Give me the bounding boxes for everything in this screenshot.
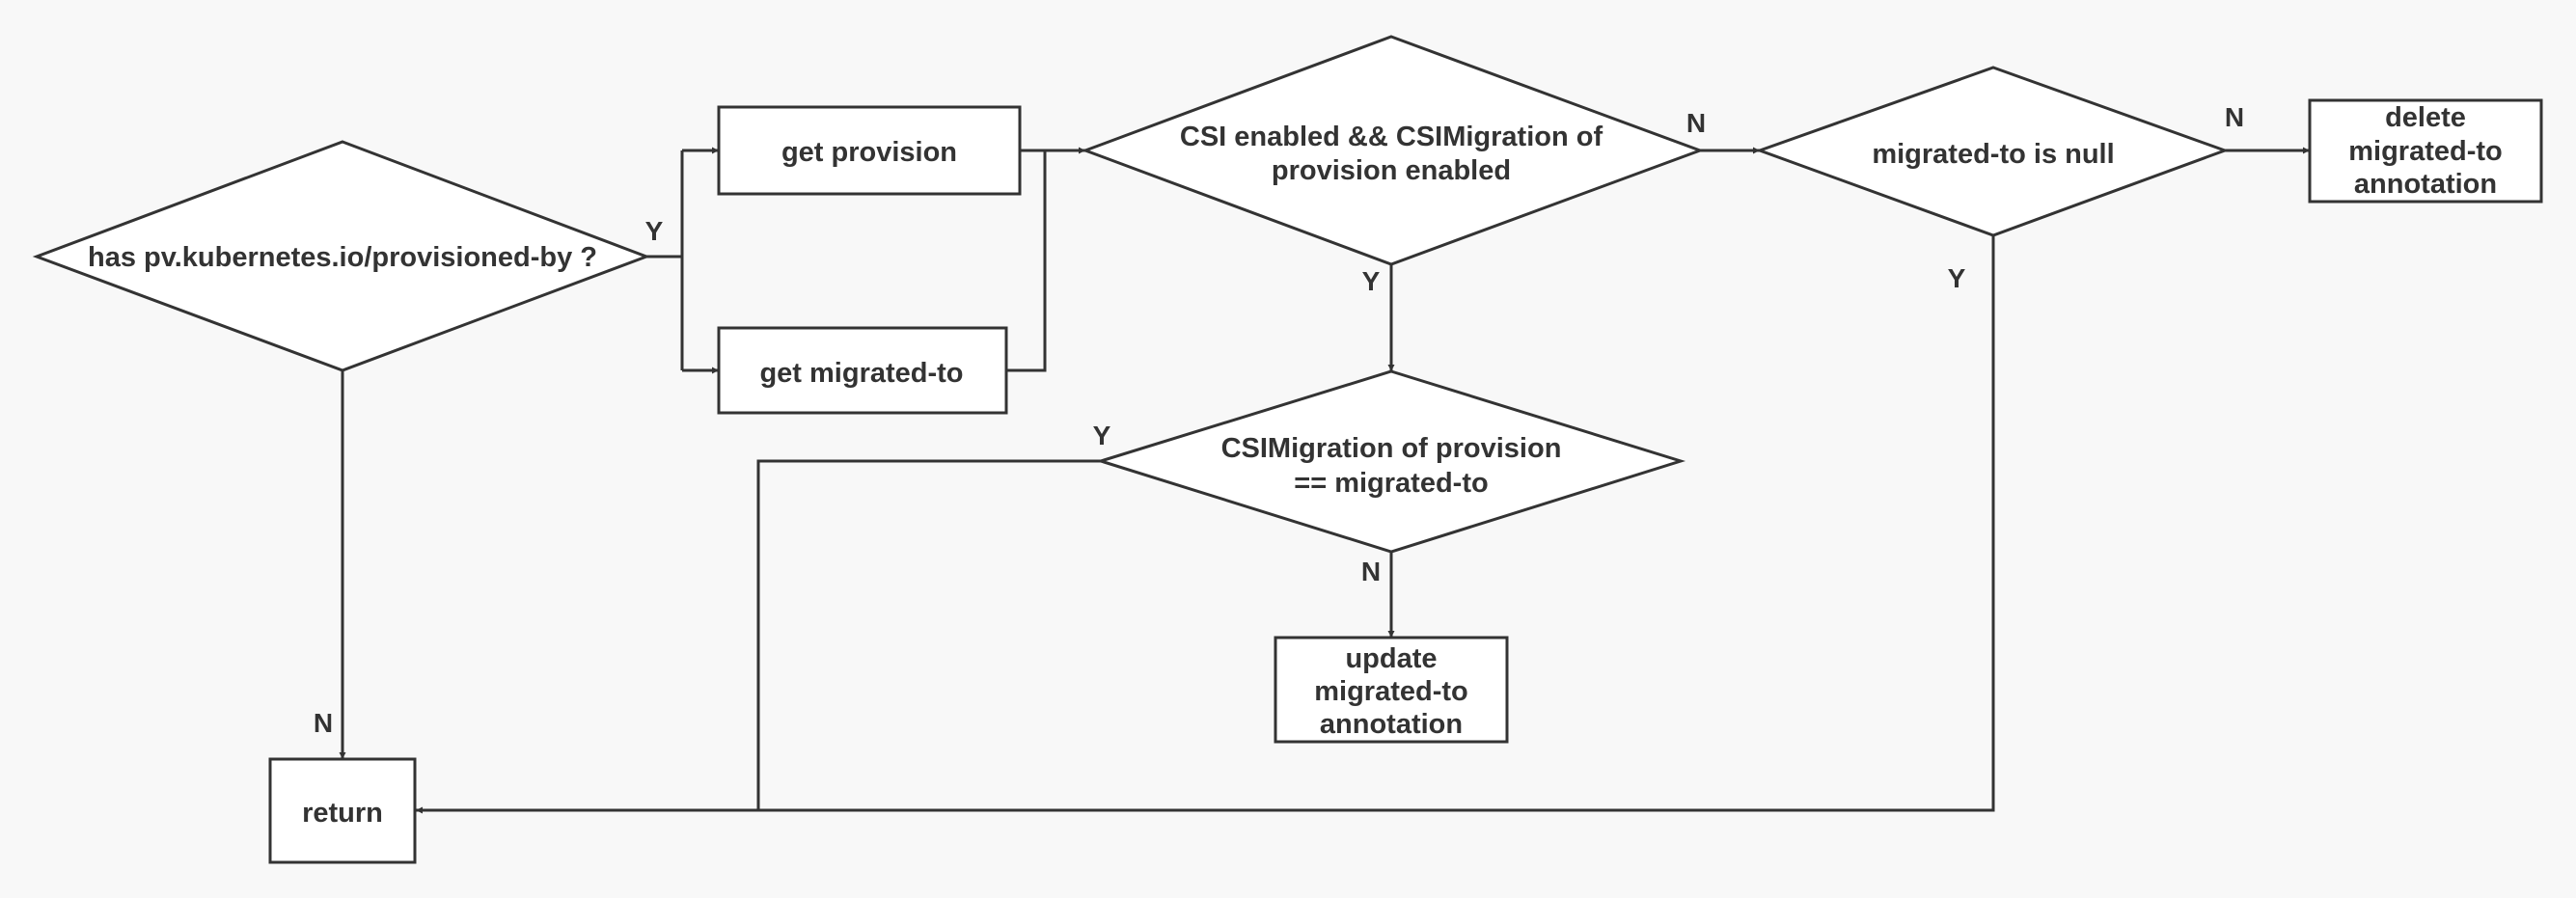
node-label: get migrated-to — [759, 358, 963, 389]
process-box — [1274, 636, 1509, 744]
node-label-line-1: update — [1345, 643, 1437, 674]
edge-get-provision-out — [1003, 149, 1047, 372]
node-label-line-2: == migrated-to — [1294, 468, 1488, 499]
node-label-line-2: migrated-to — [2348, 136, 2503, 167]
label-null-no: N — [2225, 102, 2244, 132]
node-label-line-2: provision enabled — [1272, 155, 1511, 186]
node-label-line-1: delete — [2385, 102, 2466, 133]
decision-diamond — [1755, 66, 2230, 237]
decision-diamond — [1095, 369, 1686, 554]
node-label: return — [302, 798, 383, 829]
node-get-migrated-to[interactable]: get migrated-to — [717, 326, 1008, 415]
label-equals-yes: Y — [1093, 421, 1111, 450]
edge-labels: Y N N Y N Y Y N — [314, 102, 2244, 738]
edge-null-yes — [416, 235, 1995, 814]
node-label-line-3: annotation — [1320, 709, 1463, 740]
node-delete-annotation[interactable]: delete migrated-to annotation — [2308, 98, 2543, 204]
label-csi-enabled-yes: Y — [1362, 266, 1381, 296]
node-label-line-1: CSIMigration of provision — [1221, 433, 1562, 464]
decision-diamond — [32, 140, 651, 372]
node-label: migrated-to is null — [1872, 139, 2114, 170]
node-csi-migration-equals[interactable]: CSIMigration of provision == migrated-to — [1095, 369, 1686, 554]
process-box — [717, 105, 1022, 196]
node-label-line-3: annotation — [2354, 169, 2497, 200]
process-box — [2308, 98, 2543, 204]
label-csi-enabled-no: N — [1686, 108, 1706, 138]
node-label-line-1: CSI enabled && CSIMigration of — [1180, 122, 1603, 152]
node-return[interactable]: return — [268, 757, 417, 864]
edge-equals-yes — [756, 459, 1101, 810]
node-has-provisioned-by[interactable]: has pv.kubernetes.io/provisioned-by ? — [32, 140, 651, 372]
decision-diamond — [1081, 35, 1705, 266]
process-box — [268, 757, 417, 864]
node-label: has pv.kubernetes.io/provisioned-by ? — [88, 242, 597, 273]
label-provisioned-yes: Y — [645, 216, 664, 246]
edges — [339, 147, 2310, 814]
node-label-line-2: migrated-to — [1314, 676, 1468, 707]
node-migrated-to-null[interactable]: migrated-to is null — [1755, 66, 2230, 237]
node-get-provision[interactable]: get provision — [717, 105, 1022, 196]
node-csi-enabled[interactable]: CSI enabled && CSIMigration of provision… — [1081, 35, 1705, 266]
node-update-annotation[interactable]: update migrated-to annotation — [1274, 636, 1509, 744]
process-box — [717, 326, 1008, 415]
label-provisioned-no: N — [314, 708, 333, 738]
label-null-yes: Y — [1948, 263, 1966, 293]
label-equals-no: N — [1361, 557, 1381, 586]
node-label: get provision — [781, 137, 957, 168]
